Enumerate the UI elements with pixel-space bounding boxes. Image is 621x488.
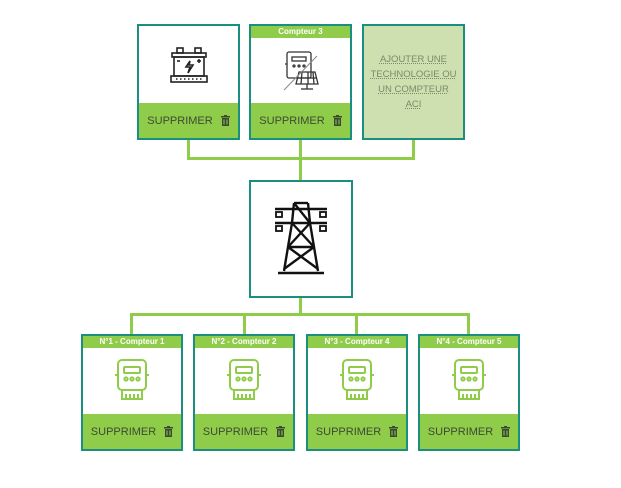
trash-icon xyxy=(332,115,342,126)
connector-line xyxy=(130,313,133,334)
card-header: N°4 - Compteur 5 xyxy=(420,336,518,348)
source-card-battery: SUPPRIMER xyxy=(137,24,240,140)
connector-line xyxy=(355,313,358,334)
trash-icon xyxy=(164,426,174,437)
connector-line xyxy=(130,313,470,316)
delete-label: SUPPRIMER xyxy=(315,425,382,438)
connector-line xyxy=(243,313,246,334)
consumer-card: N°4 - Compteur 5 SUPPRIMER xyxy=(418,334,520,451)
connector-line xyxy=(299,297,302,315)
consumer-card: N°1 - Compteur 1 SUPPRIMER xyxy=(81,334,183,451)
trash-icon xyxy=(220,115,230,126)
connector-line xyxy=(467,313,470,334)
card-header: N°1 - Compteur 1 xyxy=(83,336,181,348)
delete-button[interactable]: SUPPRIMER xyxy=(420,414,518,449)
trash-icon xyxy=(389,426,399,437)
connector-line xyxy=(412,139,415,159)
connector-line xyxy=(187,139,190,159)
delete-button[interactable]: SUPPRIMER xyxy=(195,414,293,449)
solar-meter-icon xyxy=(283,50,319,90)
electric-meter-icon xyxy=(452,359,486,400)
delete-button[interactable]: SUPPRIMER xyxy=(308,414,406,449)
consumer-card: N°2 - Compteur 2 SUPPRIMER xyxy=(193,334,295,451)
delete-label: SUPPRIMER xyxy=(202,425,269,438)
card-header: Compteur 3 xyxy=(251,26,350,38)
delete-button[interactable]: SUPPRIMER xyxy=(251,103,350,138)
delete-label: SUPPRIMER xyxy=(147,114,213,127)
battery-icon xyxy=(169,46,208,83)
delete-button[interactable]: SUPPRIMER xyxy=(139,103,238,138)
trash-icon xyxy=(276,426,286,437)
electric-meter-icon xyxy=(227,359,261,400)
trash-icon xyxy=(501,426,511,437)
electric-meter-icon xyxy=(340,359,374,400)
connector-line xyxy=(187,157,415,160)
delete-button[interactable]: SUPPRIMER xyxy=(83,414,181,449)
card-header: N°2 - Compteur 2 xyxy=(195,336,293,348)
card-header: N°3 - Compteur 4 xyxy=(308,336,406,348)
delete-label: SUPPRIMER xyxy=(427,425,494,438)
source-card-compteur-3: Compteur 3 SUPPRIMER xyxy=(249,24,352,140)
delete-label: SUPPRIMER xyxy=(90,425,157,438)
consumer-card: N°3 - Compteur 4 SUPPRIMER xyxy=(306,334,408,451)
delete-label: SUPPRIMER xyxy=(259,114,325,127)
grid-node-card xyxy=(249,180,353,298)
electric-meter-icon xyxy=(115,359,149,400)
power-pylon-icon xyxy=(275,201,327,275)
add-technology-link[interactable]: AJOUTER UNE TECHNOLOGIE OU UN COMPTEUR A… xyxy=(370,54,457,110)
add-technology-card[interactable]: AJOUTER UNE TECHNOLOGIE OU UN COMPTEUR A… xyxy=(362,24,465,140)
